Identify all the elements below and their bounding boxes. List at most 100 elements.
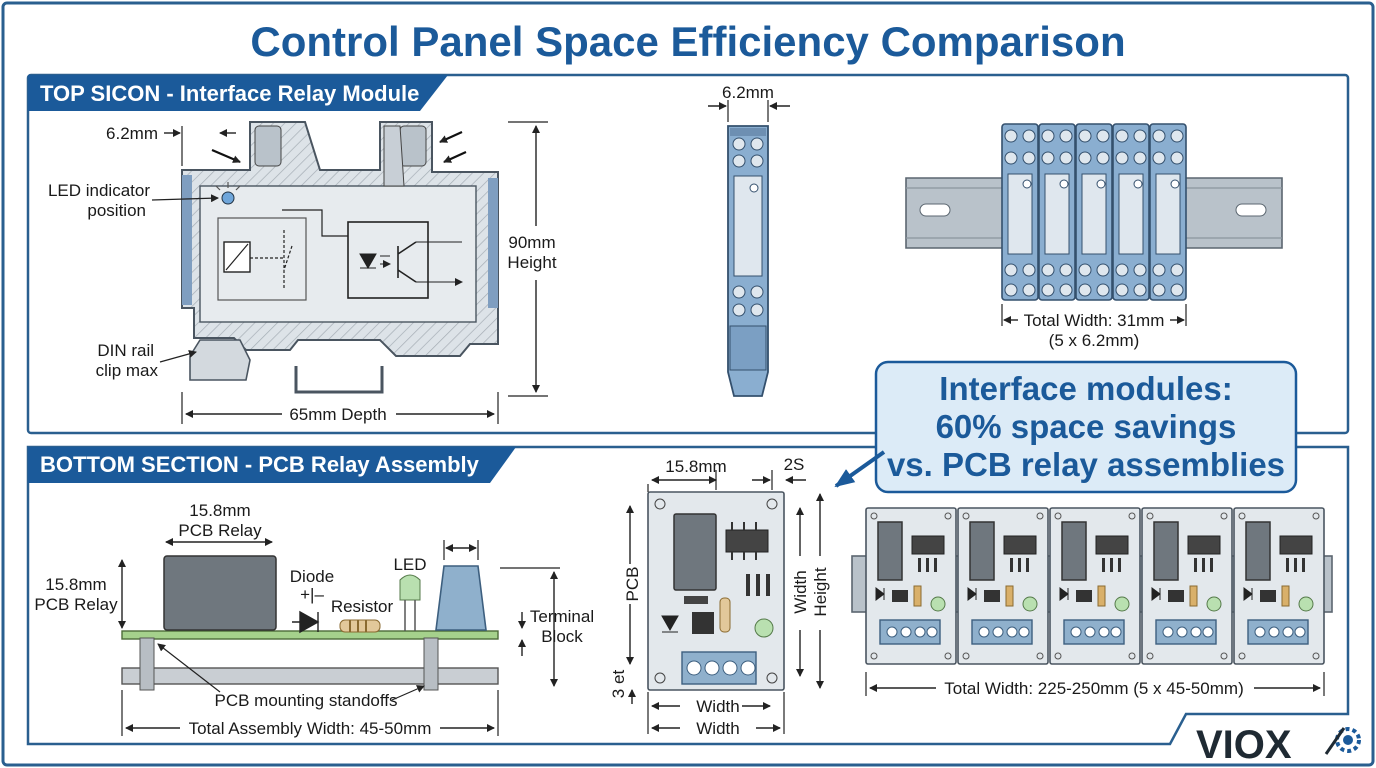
diode-top — [661, 615, 679, 633]
led-component — [399, 574, 421, 601]
dim-total-top: Total Width: 31mm (5 x 6.2mm) — [1001, 304, 1187, 350]
din-clip — [189, 339, 251, 381]
screw-arrow-1 — [211, 148, 241, 164]
label-board-width-1: Width — [696, 697, 739, 716]
viox-logo: VIOX — [1196, 723, 1361, 767]
ic-chip — [725, 529, 769, 553]
left-rail-edge — [182, 175, 192, 305]
pcb-assembly-5 — [1233, 507, 1325, 665]
pcb-relay-top — [673, 513, 717, 591]
pcb-assembly-4 — [1141, 507, 1233, 665]
label-led: LED — [393, 555, 426, 574]
label-board-width-2: Width — [696, 719, 739, 738]
label-relay-top-2: PCB Relay — [178, 521, 262, 540]
switch-contact — [250, 230, 293, 290]
right-terminal-screw — [399, 125, 427, 167]
module-2 — [1038, 123, 1076, 301]
callout-arrow — [834, 450, 886, 488]
label-terminal-2: Block — [541, 627, 583, 646]
left-terminal-screw — [254, 125, 282, 167]
led-callout: LED indicator position — [48, 181, 219, 220]
pcb-side-labels: 15.8mm PCB Relay 15.8mm PCB Relay Diode … — [34, 501, 594, 738]
relay-coil-box — [217, 217, 307, 301]
label-height-2: Height — [507, 253, 556, 272]
standoff-right — [423, 637, 439, 691]
bottom-section-header-bg — [28, 447, 516, 483]
label-led-1: LED indicator — [48, 181, 150, 200]
page-title: Control Panel Space Efficiency Compariso… — [250, 18, 1125, 65]
din-callout: DIN rail clip max — [96, 341, 197, 380]
label-resistor: Resistor — [331, 597, 394, 616]
label-standoffs: PCB mounting standoffs — [214, 691, 397, 710]
callout-line-2: 60% space savings — [936, 408, 1237, 445]
module-1 — [1001, 123, 1039, 301]
module-4 — [1112, 123, 1150, 301]
pcb-assembly-1 — [865, 507, 957, 665]
callout-line-1: Interface modules: — [939, 370, 1232, 407]
pcb-board — [121, 630, 499, 640]
dim-side-width: 6.2mm — [708, 83, 790, 122]
resistor — [339, 619, 381, 633]
label-diode-polarity: +|– — [300, 585, 324, 604]
callout-box — [874, 360, 1298, 494]
terminal-block — [435, 565, 487, 631]
right-rail-edge — [488, 178, 498, 308]
standoff-left — [139, 637, 155, 691]
label-board-3et: 3 et — [609, 670, 628, 699]
logo-text: VIOX — [1196, 723, 1292, 767]
pcb-relay — [163, 555, 277, 631]
top-section-frame — [26, 73, 1350, 435]
pcb-top-view — [647, 491, 785, 691]
module-3 — [1075, 123, 1113, 301]
bottom-section-header: BOTTOM SECTION - PCB Relay Assembly — [40, 452, 480, 477]
optocoupler-box — [347, 221, 429, 299]
label-board-width-v: Width — [791, 570, 810, 613]
label-relay-top-1: 15.8mm — [189, 501, 250, 520]
dim-height: 90mm Height — [507, 121, 557, 397]
label-diode: Diode — [290, 567, 334, 586]
pcb-assembly-2 — [957, 507, 1049, 665]
label-board-top: 15.8mm — [665, 457, 726, 476]
led-top — [754, 618, 774, 638]
label-board-height-v: Height — [811, 567, 830, 616]
callout-line-3: vs. PCB relay assemblies — [887, 446, 1285, 483]
dim-width-top: 6.2mm — [106, 124, 236, 166]
resistor-top — [719, 597, 731, 633]
din-rail-modules — [905, 123, 1283, 301]
label-terminal-1: Terminal — [530, 607, 594, 626]
transistor-symbol — [397, 241, 417, 283]
screw-arrow-2 — [439, 130, 463, 144]
base-plate — [121, 667, 499, 685]
label-din-2: clip max — [96, 361, 159, 380]
dim-total-bottom: Total Width: 225-250mm (5 x 45-50mm) — [865, 672, 1325, 698]
label-assembly-width: Total Assembly Width: 45-50mm — [189, 719, 432, 738]
sicon-front-view — [727, 125, 769, 397]
label-board-2s: 2S — [784, 455, 805, 474]
bottom-section-frame — [26, 445, 1350, 746]
module-5 — [1149, 123, 1187, 301]
pcb-side-view — [121, 555, 499, 691]
label-din-1: DIN rail — [97, 341, 154, 360]
label-total-top-sub: (5 x 6.2mm) — [1049, 331, 1140, 350]
screw-arrow-3 — [443, 150, 467, 164]
top-section-header-bg — [28, 75, 448, 111]
label-total-bottom: Total Width: 225-250mm (5 x 45-50mm) — [944, 679, 1244, 698]
pcb-top-dims: 15.8mm 2S PCB Width Height 3 et Width Wi… — [609, 455, 830, 738]
label-width-top: 6.2mm — [106, 124, 158, 143]
label-relay-left-2: PCB Relay — [34, 595, 118, 614]
label-depth: 65mm Depth — [289, 405, 386, 424]
dim-depth: 65mm Depth — [181, 392, 499, 424]
gear-icon — [1324, 727, 1361, 755]
label-side-width: 6.2mm — [722, 83, 774, 102]
interface-relay-profile — [181, 121, 499, 394]
pcb-assembly-3 — [1049, 507, 1141, 665]
terminal-clamp — [383, 125, 405, 187]
label-led-2: position — [87, 201, 146, 220]
opto-top — [692, 612, 714, 634]
top-section-header: TOP SICON - Interface Relay Module — [40, 81, 419, 106]
pcb-assemblies-row — [851, 507, 1333, 665]
opto-led-symbol — [359, 253, 377, 270]
